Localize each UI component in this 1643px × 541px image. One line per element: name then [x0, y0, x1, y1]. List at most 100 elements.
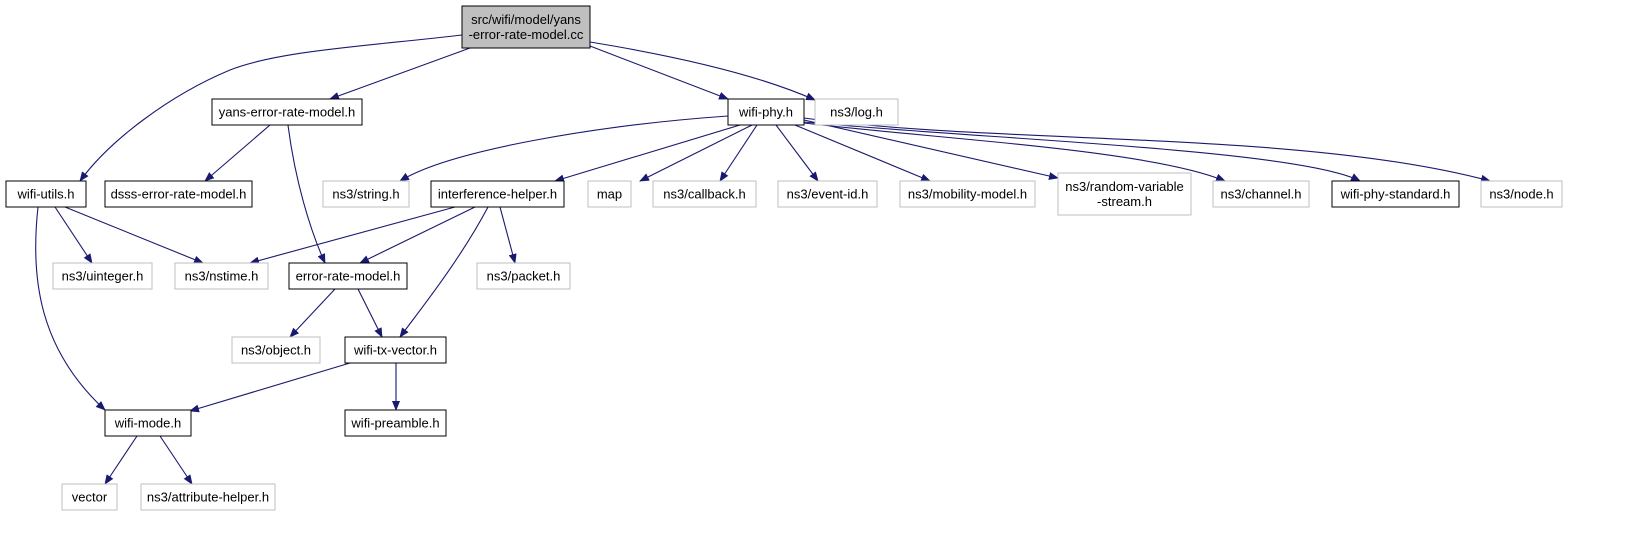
node-box — [1057, 172, 1192, 216]
node-label: src/wifi/model/yans — [471, 12, 581, 27]
node-box — [1331, 180, 1460, 208]
edge-wifi-phy-to-random — [803, 119, 1059, 180]
node-box — [322, 180, 410, 208]
node-mode[interactable]: wifi-mode.h — [104, 409, 192, 437]
node-uinteger: ns3/uinteger.h — [52, 262, 153, 290]
node-label: interference-helper.h — [438, 187, 557, 202]
node-label: wifi-preamble.h — [350, 416, 439, 431]
edge-wifi-phy-to-phy-std — [803, 121, 1361, 182]
node-string: ns3/string.h — [322, 180, 410, 208]
node-box — [1212, 180, 1310, 208]
node-label: ns3/packet.h — [487, 269, 561, 284]
node-label: ns3/object.h — [241, 343, 311, 358]
edge-interference-to-txvector — [399, 206, 489, 338]
node-box — [231, 336, 321, 364]
node-box — [104, 409, 192, 437]
node-box — [899, 180, 1036, 208]
node-label: -error-rate-model.cc — [469, 27, 584, 42]
node-box — [174, 262, 269, 290]
edge-wifi-phy-to-callback — [719, 124, 758, 182]
edge-wifi-phy-to-channel — [803, 122, 1226, 182]
node-packet: ns3/packet.h — [476, 262, 571, 290]
node-label: ns3/channel.h — [1221, 187, 1302, 202]
node-box — [652, 180, 757, 208]
node-channel: ns3/channel.h — [1212, 180, 1310, 208]
edge-mode-to-attr — [159, 435, 193, 485]
nodes-layer: src/wifi/model/yans-error-rate-model.cc y… — [5, 5, 1563, 511]
node-label: ns3/attribute-helper.h — [147, 490, 269, 505]
node-label: wifi-tx-vector.h — [353, 343, 437, 358]
node-interference[interactable]: interference-helper.h — [430, 180, 565, 208]
node-label: ns3/uinteger.h — [62, 269, 144, 284]
node-vector: vector — [61, 483, 118, 511]
node-yans-erm[interactable]: yans-error-rate-model.h — [211, 98, 363, 126]
node-label: ns3/log.h — [830, 105, 883, 120]
node-label: ns3/nstime.h — [185, 269, 259, 284]
edge-interference-to-packet — [499, 206, 517, 264]
node-label: wifi-phy.h — [738, 105, 793, 120]
edge-root-to-wifi-phy — [589, 45, 729, 100]
node-root[interactable]: src/wifi/model/yans-error-rate-model.cc — [461, 5, 591, 49]
edge-wifi-utils-to-uinteger — [54, 206, 93, 264]
node-label: wifi-phy-standard.h — [1340, 187, 1451, 202]
node-box — [461, 5, 591, 49]
node-event-id: ns3/event-id.h — [777, 180, 878, 208]
node-attr: ns3/attribute-helper.h — [140, 483, 276, 511]
node-label: ns3/node.h — [1489, 187, 1553, 202]
node-preamble[interactable]: wifi-preamble.h — [344, 409, 447, 437]
node-label: dsss-error-rate-model.h — [111, 187, 247, 202]
node-wifi-phy[interactable]: wifi-phy.h — [727, 98, 805, 126]
node-box — [1480, 180, 1563, 208]
edge-interference-to-erm — [359, 206, 476, 264]
node-label: -stream.h — [1097, 194, 1152, 209]
node-box — [344, 336, 447, 364]
node-label: wifi-mode.h — [114, 416, 181, 431]
node-box — [344, 409, 447, 437]
node-label: wifi-utils.h — [16, 187, 74, 202]
edge-yans-erm-to-erm — [287, 124, 326, 264]
edge-wifi-utils-to-mode — [35, 206, 106, 411]
node-box — [727, 98, 805, 126]
node-callback: ns3/callback.h — [652, 180, 757, 208]
node-wifi-utils[interactable]: wifi-utils.h — [5, 180, 87, 208]
node-map: map — [587, 180, 632, 208]
edge-wifi-phy-to-event-id — [775, 124, 819, 182]
node-label: ns3/string.h — [332, 187, 399, 202]
edge-txvector-to-mode — [189, 362, 351, 413]
edge-wifi-phy-to-node — [803, 117, 1491, 183]
node-mobility: ns3/mobility-model.h — [899, 180, 1036, 208]
node-node: ns3/node.h — [1480, 180, 1563, 208]
node-box — [211, 98, 363, 126]
node-box — [777, 180, 878, 208]
node-dsss[interactable]: dsss-error-rate-model.h — [104, 180, 253, 208]
edge-yans-erm-to-dsss — [204, 124, 271, 182]
node-box — [587, 180, 632, 208]
edge-wifi-phy-to-map — [639, 124, 753, 182]
node-box — [288, 262, 408, 290]
node-box — [52, 262, 153, 290]
node-label: ns3/callback.h — [663, 187, 745, 202]
node-box — [476, 262, 571, 290]
node-erm[interactable]: error-rate-model.h — [288, 262, 408, 290]
node-txvector[interactable]: wifi-tx-vector.h — [344, 336, 447, 364]
node-label: vector — [72, 490, 108, 505]
edge-erm-to-object — [289, 288, 336, 338]
edge-root-to-wifi-utils — [79, 34, 463, 182]
edge-mode-to-vector — [104, 435, 138, 485]
node-label: yans-error-rate-model.h — [219, 105, 356, 120]
node-label: ns3/event-id.h — [787, 187, 869, 202]
node-phy-std[interactable]: wifi-phy-standard.h — [1331, 180, 1460, 208]
edge-interference-to-nstime — [249, 206, 456, 265]
node-box — [5, 180, 87, 208]
edges-layer — [35, 34, 1491, 485]
node-log: ns3/log.h — [814, 98, 899, 126]
edge-wifi-phy-to-mobility — [794, 124, 931, 182]
node-box — [814, 98, 899, 126]
node-nstime: ns3/nstime.h — [174, 262, 269, 290]
node-object: ns3/object.h — [231, 336, 321, 364]
edge-wifi-phy-to-string — [399, 115, 729, 182]
edge-wifi-utils-to-nstime — [64, 206, 204, 264]
node-box — [61, 483, 118, 511]
node-box — [430, 180, 565, 208]
